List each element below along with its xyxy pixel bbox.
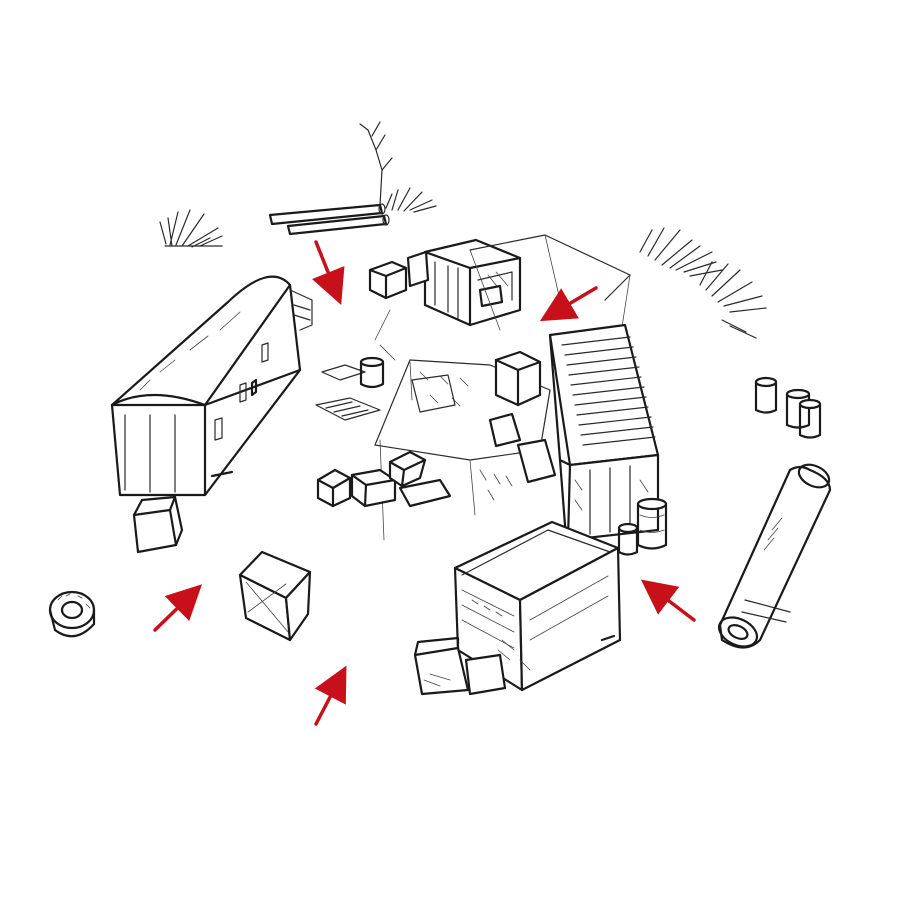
shipping-container-icon: [453, 520, 622, 692]
tire-icon: [48, 590, 96, 638]
crate-icon: [238, 550, 312, 642]
crate-icon: [488, 350, 557, 484]
barrel-icon: [617, 522, 639, 556]
arrow-icon: [539, 286, 598, 322]
pipe-icon: [268, 203, 390, 236]
arrow-icon: [314, 665, 347, 726]
barrel-icon: [359, 356, 385, 389]
barrel-icon: [754, 376, 822, 439]
crate-icon: [368, 250, 430, 300]
shrub-icon: [639, 227, 767, 339]
crate-icon: [316, 450, 452, 508]
shipping-container-icon: [423, 238, 522, 327]
crate-icon: [413, 636, 507, 696]
arrow-icon: [311, 240, 345, 305]
shrub-icon: [159, 209, 223, 248]
barrel-icon: [636, 497, 668, 550]
arrow-icon: [640, 579, 696, 622]
shrub-icon: [359, 121, 437, 213]
arrow-icon: [153, 584, 203, 632]
crate-icon: [315, 364, 456, 421]
crate-icon: [132, 495, 184, 554]
tarp-icon: [374, 234, 631, 541]
pipe-icon: [717, 463, 832, 649]
trailer-icon: [110, 275, 313, 497]
